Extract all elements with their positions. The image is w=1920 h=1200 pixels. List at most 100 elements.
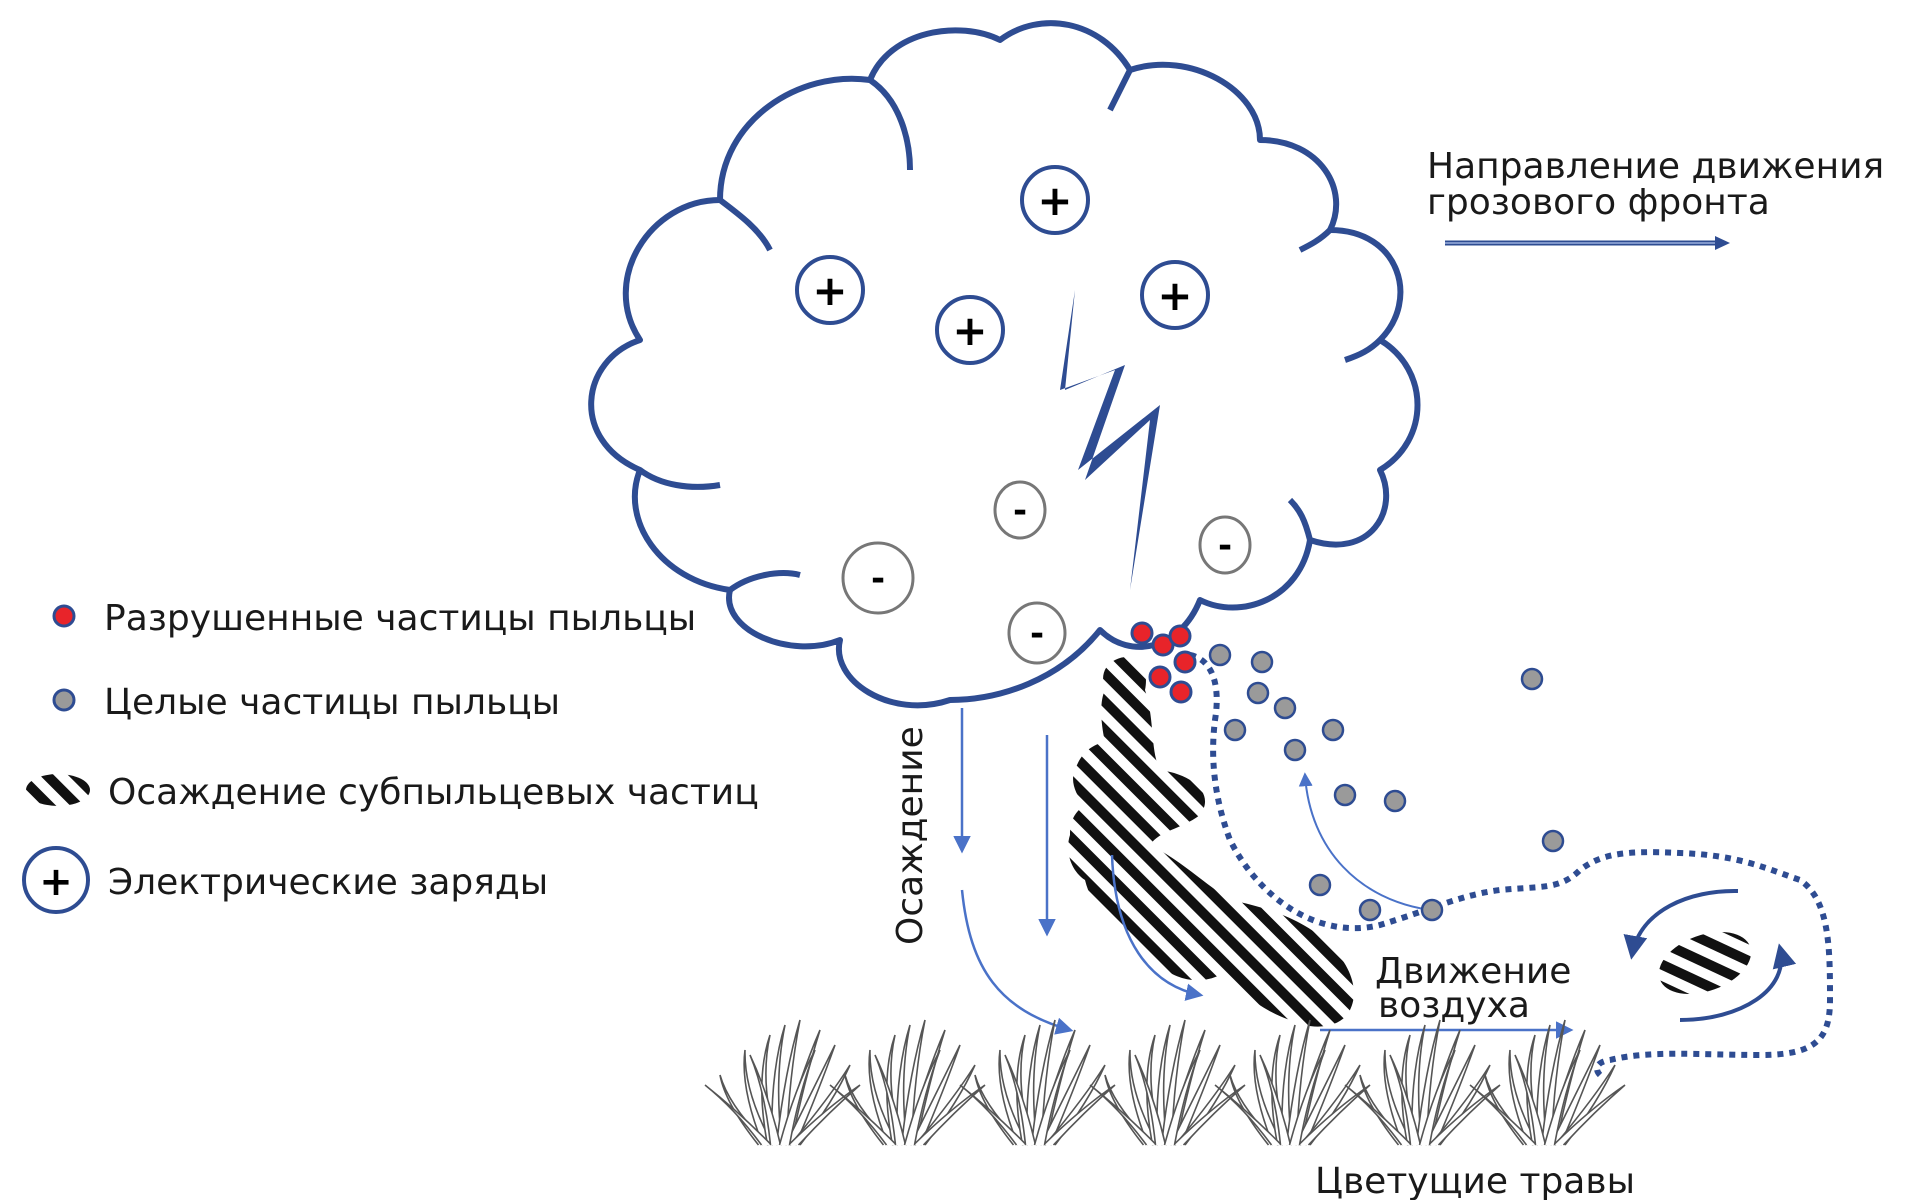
grass-blade — [909, 1044, 961, 1146]
positive-charge-symbol: + — [1157, 271, 1192, 320]
positive-charges: + + + + — [795, 165, 1210, 365]
negative-charges: - - - - — [841, 480, 1252, 665]
grass-blade — [1410, 1024, 1426, 1146]
legend-label-broken: Разрушенные частицы пыльцы — [104, 598, 696, 639]
storm-direction: Направление движения грозового фронта — [1427, 146, 1884, 250]
grass-blade — [1549, 1044, 1601, 1146]
grass-blade — [912, 1084, 986, 1146]
grass-blade — [1383, 1049, 1414, 1146]
circulation-arrow-icon — [1679, 943, 1797, 1022]
grass-blade — [1030, 1019, 1056, 1146]
grass-blade — [1297, 1084, 1371, 1146]
legend-item-whole: Целые частицы пыльцы — [52, 682, 560, 723]
subpollen-plume — [1068, 656, 1354, 1027]
grass-blade — [784, 1044, 836, 1146]
subpollen-circulating — [1658, 931, 1752, 995]
grass-blade — [1004, 1054, 1037, 1146]
grass-blade — [1427, 1084, 1501, 1146]
grass-blade — [829, 1084, 898, 1146]
grass-blade — [1160, 1019, 1186, 1146]
negative-charge: - — [1198, 515, 1252, 575]
grass-clump — [959, 1019, 1116, 1146]
grass-blade — [998, 1049, 1029, 1146]
grass-blade — [1418, 1049, 1456, 1146]
grass-blade — [1552, 1084, 1626, 1146]
positive-charge: + — [935, 295, 1005, 365]
grass-blade — [1514, 1054, 1547, 1146]
legend-label-whole: Целые частицы пыльцы — [104, 682, 560, 723]
grass-blade — [1253, 1049, 1284, 1146]
grass-blade — [1294, 1044, 1346, 1146]
grass-blade — [959, 1084, 1028, 1146]
positive-charge-symbol: + — [952, 306, 987, 355]
grass-blade — [1424, 1044, 1476, 1146]
grass-blade — [1508, 1049, 1539, 1146]
grass-blade — [1039, 1044, 1091, 1146]
legend-item-subpollen: Осаждение субпыльцевых частиц — [26, 772, 759, 813]
grass-blade — [1280, 1024, 1296, 1146]
grass-clump — [704, 1019, 861, 1146]
storm-cloud — [588, 20, 1421, 709]
grass-blade — [787, 1084, 861, 1146]
broken-pollen-cluster — [1130, 621, 1197, 704]
grass-clump — [1214, 1019, 1371, 1146]
negative-charge-symbol: - — [871, 559, 885, 599]
grass-blade — [770, 1024, 786, 1146]
grass-blade — [1163, 1049, 1201, 1146]
grass-blade — [1033, 1049, 1071, 1146]
charge-icon-symbol: + — [39, 859, 73, 905]
positive-charge: + — [1020, 165, 1090, 235]
grass-blade — [775, 1019, 801, 1146]
air-label-line2: воздуха — [1378, 985, 1530, 1026]
negative-charge: - — [993, 480, 1047, 540]
grass-blade — [1285, 1019, 1311, 1146]
grass-label: Цветущие травы — [1315, 1161, 1635, 1200]
grass-blade — [704, 1084, 773, 1146]
grass-blade — [1134, 1054, 1167, 1146]
negative-charge-symbol: - — [1218, 526, 1232, 566]
legend-label-subpollen: Осаждение субпыльцевых частиц — [108, 772, 759, 813]
whole-pollen-scatter — [1208, 643, 1565, 922]
hatch-icon — [26, 774, 90, 806]
grass-blade — [1089, 1084, 1158, 1146]
grass-blade — [1389, 1054, 1422, 1146]
grass-blade — [1169, 1044, 1221, 1146]
grass-clump — [1089, 1019, 1246, 1146]
grass-blade — [895, 1024, 911, 1146]
grass-blade — [1128, 1049, 1159, 1146]
grass-blade — [1469, 1084, 1538, 1146]
legend-label-charges: Электрические заряды — [108, 862, 548, 903]
negative-charge-symbol: - — [1013, 491, 1027, 531]
grass-blade — [900, 1019, 926, 1146]
positive-charge-symbol: + — [812, 266, 847, 315]
grass-blade — [743, 1049, 774, 1146]
grass-blade — [749, 1054, 782, 1146]
positive-charge: + — [795, 255, 865, 325]
deposition-label: Осаждение — [890, 726, 931, 945]
grass-blade — [1025, 1024, 1041, 1146]
direction-label-line1: Направление движения — [1427, 146, 1884, 187]
air-label-line1: Движение — [1375, 951, 1571, 992]
broken-pollen-icon — [52, 604, 76, 628]
grass-blade — [1344, 1084, 1413, 1146]
deposition-arrows — [953, 708, 1574, 1039]
grass-clump — [829, 1019, 986, 1146]
grass-clump — [1469, 1019, 1626, 1146]
grass-blade — [1543, 1049, 1581, 1146]
negative-charge: - — [1007, 601, 1067, 665]
whole-pollen-icon — [52, 688, 76, 712]
circulation-arrow-icon — [1623, 888, 1739, 960]
grass-blade — [1172, 1084, 1246, 1146]
legend-item-charges: + Электрические заряды — [22, 846, 548, 914]
grass-blade — [1214, 1084, 1283, 1146]
grass-blade — [1259, 1054, 1292, 1146]
negative-charge: - — [841, 541, 915, 615]
grass-blade — [1540, 1019, 1566, 1146]
grass-blade — [1415, 1019, 1441, 1146]
grass-blade — [1155, 1024, 1171, 1146]
legend: Разрушенные частицы пыльцы Целые частицы… — [22, 598, 759, 914]
direction-label-line2: грозового фронта — [1427, 182, 1770, 223]
direction-arrow-icon — [1445, 236, 1730, 250]
grass-blade — [903, 1049, 941, 1146]
